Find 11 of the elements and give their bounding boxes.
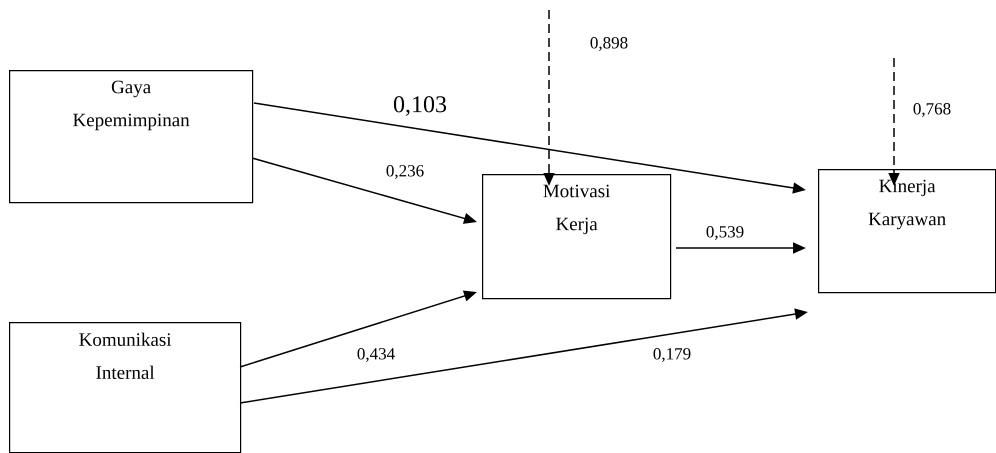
edge-label: 0,768 xyxy=(912,102,952,118)
edge-label: 0,179 xyxy=(652,347,692,363)
variable-box: Gaya Kepemimpinan xyxy=(9,70,254,204)
edge-label: 0,539 xyxy=(704,225,746,241)
edge-label: 0,898 xyxy=(588,36,630,52)
edge-label: 0,103 xyxy=(392,95,448,117)
variable-box: Komunikasi Internal xyxy=(9,322,242,453)
variable-box: Kinerja Karyawan xyxy=(818,169,996,294)
variable-box: Motivasi Kerja xyxy=(482,174,672,300)
edge-label: 0,434 xyxy=(356,347,396,363)
edge-label: 0,236 xyxy=(384,164,426,180)
